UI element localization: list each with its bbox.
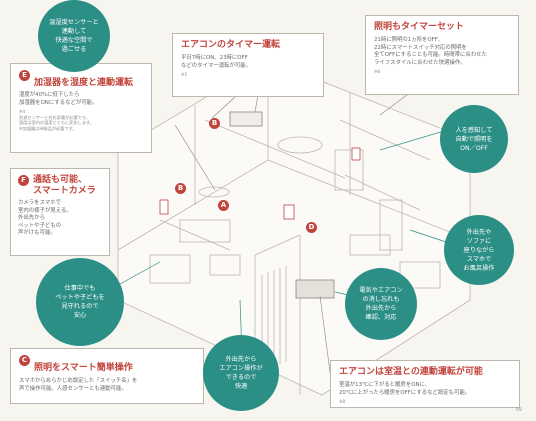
- callout-camera-title: 通話も可能、 スマートカメラ: [33, 175, 96, 196]
- callout-aircon-linked-title: エアコンは室温との連動運転が可能: [339, 367, 483, 377]
- bubble-pet: 仕事中でも ペットや子どもを 見守れるので 安心: [36, 258, 124, 346]
- callout-camera: F 通話も可能、 スマートカメラ カメラをスマホで 室内の様子が見える。 外出先か…: [10, 168, 110, 256]
- callout-lighting-smart-title: 照明をスマート簡単操作: [34, 363, 133, 373]
- callout-aircon-timer-title: エアコンのタイマー運転: [181, 40, 281, 50]
- callout-lighting-timer-note: ※6: [374, 69, 381, 75]
- callout-lighting-timer-body: 21時に照明の1ヵ所をOFF、 22時にスマートスイッチ対応の照明を 全てOFF…: [374, 37, 487, 66]
- callout-aircon-linked-body: 室温が13℃に下がると暖房をONに、 20℃に上がったら暖房をOFFにするなど設…: [339, 382, 471, 396]
- bubble-sensor: 温湿度センサーと 連動して 快適な空間で 過ごせる: [38, 0, 110, 72]
- badge-e: E: [19, 70, 30, 81]
- badge-c: C: [19, 355, 30, 366]
- callout-humidifier-title: 加湿器を湿度と連動運転: [34, 78, 134, 88]
- callout-lighting-smart-body: スマホからあらかじめ設定した「スイッチ名」を 声で操作可能。人感センサーとも連動…: [19, 378, 138, 392]
- callout-humidifier-body: 湿度が40%に低下したら 加湿器をONにするなどが可能。: [19, 92, 98, 106]
- callout-humidifier-note: 別途センサーと対応家電が必要です。 湿度は室内の温度とともに変化します。 ※加湿…: [19, 114, 94, 131]
- marker-d: D: [306, 222, 317, 233]
- callout-humidifier: E 加湿器を湿度と連動運転 湿度が40%に低下したら 加湿器をONにするなどが可能…: [10, 63, 152, 153]
- bubble-forgot: 電気やエアコン の消し忘れも 外出先から 確認、対応: [345, 268, 417, 340]
- bubble-auto-light: 人を感知して 自動で照明を ON／OFF: [440, 105, 508, 173]
- marker-a: A: [218, 200, 229, 211]
- callout-camera-body: カメラをスマホで 室内の様子が見える。 外出先から ペットや子どもの 声がけも可…: [18, 200, 72, 237]
- bubble-sofa: 外出先や ソファに 座りながら スマホで お風呂操作: [444, 215, 514, 285]
- callout-aircon-timer-note: ※5: [181, 72, 188, 78]
- callout-aircon-timer: エアコンのタイマー運転 平日7時にON、23時にOFF などのタイマー運転が可能…: [172, 33, 324, 97]
- marker-b-room: B: [175, 183, 186, 194]
- badge-f: F: [18, 175, 29, 186]
- callout-aircon-timer-body: 平日7時にON、23時にOFF などのタイマー運転が可能。: [181, 55, 252, 69]
- callout-aircon-linked-note: ※8: [339, 399, 346, 405]
- callout-lighting-timer-title: 照明もタイマーセット: [374, 22, 465, 32]
- page-number: 09: [515, 407, 522, 413]
- callout-lighting-smart: C 照明をスマート簡単操作 スマホからあらかじめ設定した「スイッチ名」を 声で操作…: [10, 348, 204, 404]
- callout-humidifier-note-mark: ※4: [19, 109, 26, 115]
- callout-aircon-linked: エアコンは室温との連動運転が可能 室温が13℃に下がると暖房をONに、 20℃に…: [330, 360, 520, 408]
- callout-lighting-timer: 照明もタイマーセット 21時に照明の1ヵ所をOFF、 22時にスマートスイッチ対…: [365, 15, 519, 95]
- bubble-remote: 外出先から エアコン操作が できるので 快適: [203, 335, 279, 411]
- marker-b-aircon: B: [209, 118, 220, 129]
